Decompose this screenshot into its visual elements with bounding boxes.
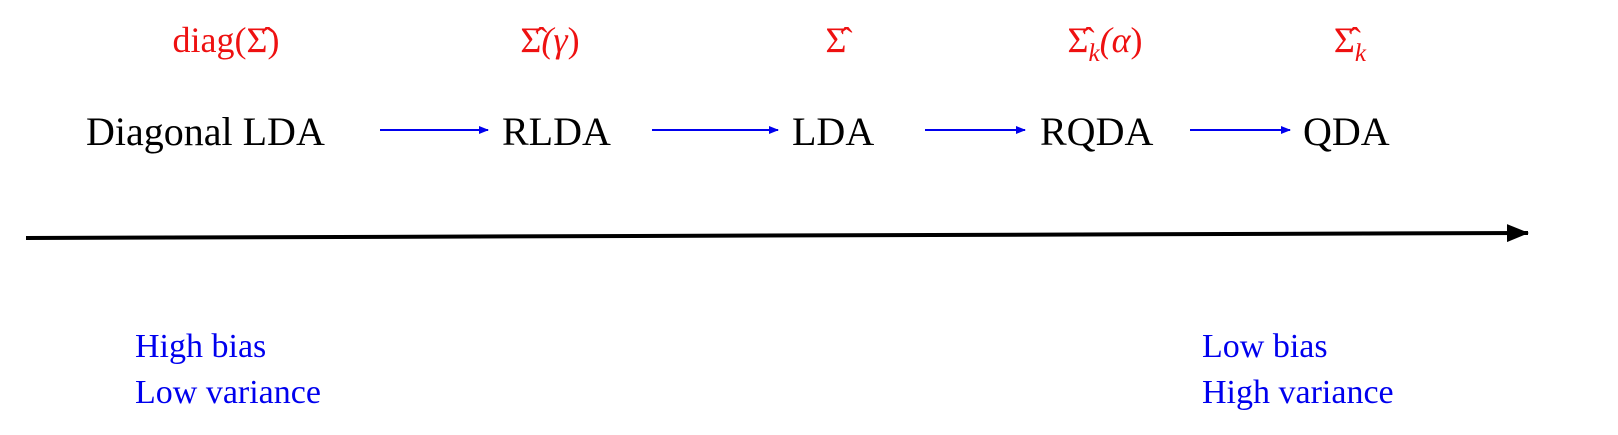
right-label-line2: High variance [1202, 373, 1394, 411]
estimator-3-tail: ) [1130, 20, 1143, 60]
method-diagonal-lda: Diagonal LDA [86, 109, 325, 154]
method-rlda: RLDA [502, 109, 611, 154]
estimator-sigma-hat-k: Σ̂k [1334, 22, 1366, 66]
left-label-line1: High bias [135, 328, 267, 365]
estimator-0-sym: Σ̂ [246, 20, 268, 60]
right-label-line1: Low bias [1202, 328, 1328, 365]
estimator-2-sym: Σ̂ [825, 20, 847, 60]
left-label-line2: Low variance [135, 373, 321, 411]
method-lda: LDA [792, 109, 875, 154]
estimator-sigma-hat-gamma: Σ̂(γ) [520, 22, 579, 58]
method-rqda: RQDA [1040, 109, 1154, 154]
estimator-0-base: diag( [172, 20, 247, 60]
estimator-3-sym: Σ̂ [1067, 20, 1089, 60]
estimator-1-sym: Σ̂ [520, 20, 542, 60]
estimator-3-arg: (α [1099, 20, 1131, 60]
estimator-0-tail: ) [267, 20, 280, 60]
estimator-sigma-hat: Σ̂ [826, 22, 847, 58]
estimator-3-sub: k [1088, 39, 1100, 67]
estimator-sigma-hat-k-alpha: Σ̂k(α) [1067, 22, 1142, 66]
left-tradeoff-label: High bias Low variance [135, 324, 321, 416]
estimator-1-arg: (γ [541, 20, 568, 60]
estimator-4-sym: Σ̂ [1333, 20, 1355, 60]
estimator-diag-sigma-hat: diag(Σ̂) [173, 22, 280, 58]
right-tradeoff-label: Low bias High variance [1202, 324, 1394, 416]
method-qda: QDA [1303, 109, 1390, 154]
estimator-1-tail: ) [567, 20, 580, 60]
estimator-4-sub: k [1354, 39, 1367, 67]
bias-variance-axis [25, 224, 1529, 243]
